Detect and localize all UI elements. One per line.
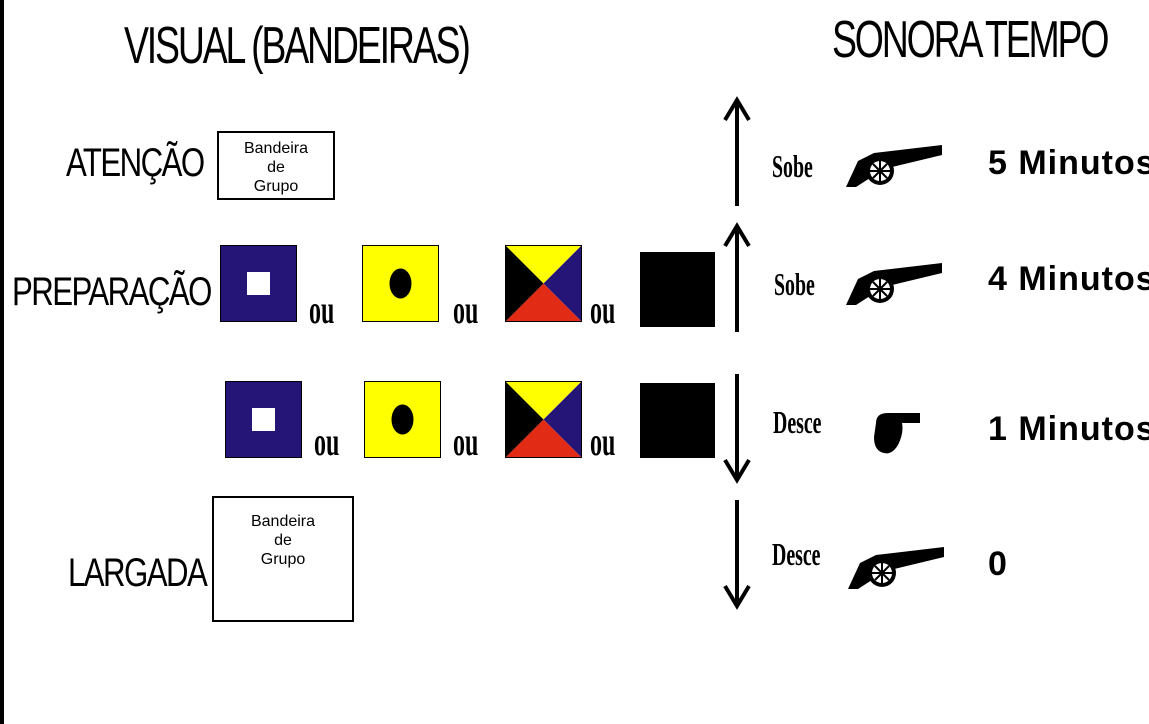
arrow-down-icon: [723, 500, 751, 610]
signal-label: Sobe: [774, 266, 815, 302]
signal-label: Sobe: [772, 148, 813, 184]
cannon-icon: [846, 263, 942, 305]
flag-z: [505, 381, 582, 458]
ou-separator: ou: [453, 287, 479, 332]
group-flag-line: Bandeira: [243, 140, 309, 157]
flag-p: [225, 381, 302, 458]
time-label: 1 Minutos: [988, 410, 1149, 448]
ou-separator: ou: [309, 287, 335, 332]
group-flag-box: Bandeira de Grupo: [212, 496, 354, 622]
tempo-heading: TEMPO: [985, 11, 1109, 69]
group-flag-line: Grupo: [253, 178, 299, 195]
cannon-icon: [846, 145, 942, 187]
visual-heading: VISUAL (BANDEIRAS): [124, 17, 471, 75]
stage-label-largada: LARGADA: [68, 551, 208, 595]
group-flag-box: Bandeira de Grupo: [217, 131, 335, 200]
flag-i: [362, 245, 439, 322]
flag-p: [220, 245, 297, 322]
group-flag-line: Bandeira: [250, 513, 316, 530]
group-flag-line: de: [267, 159, 285, 176]
arrow-up-icon: [723, 96, 751, 206]
ou-separator: ou: [314, 419, 340, 464]
horn-icon: [874, 413, 920, 454]
group-flag-line: de: [274, 532, 292, 549]
time-label: 5 Minutos: [988, 144, 1149, 182]
arrow-up-icon: [723, 222, 751, 332]
flag-z: [505, 245, 582, 322]
left-border-line: [0, 0, 4, 724]
cannon-icon: [848, 547, 944, 589]
signal-label: Desce: [773, 404, 822, 440]
flag-black: [640, 383, 715, 458]
ou-separator: ou: [590, 419, 616, 464]
ou-separator: ou: [590, 287, 616, 332]
group-flag-line: Grupo: [260, 551, 306, 568]
signal-label: Desce: [772, 536, 821, 572]
stage-label-atencao: ATENÇÃO: [66, 141, 205, 185]
time-label: 0: [988, 545, 1008, 583]
time-label: 4 Minutos: [988, 260, 1149, 298]
sonora-heading: SONORA: [832, 11, 983, 69]
stage-label-preparacao: PREPARAÇÃO: [12, 270, 212, 314]
ou-separator: ou: [453, 419, 479, 464]
flag-black: [640, 252, 715, 327]
arrow-down-icon: [723, 374, 751, 484]
flag-i: [364, 381, 441, 458]
